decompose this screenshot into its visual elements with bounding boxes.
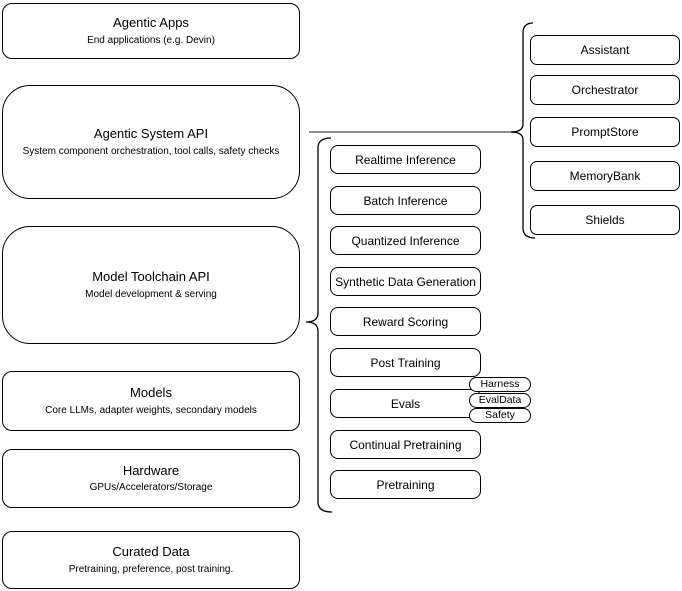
component-orchestrator: Orchestrator bbox=[530, 75, 680, 105]
node-title: Curated Data bbox=[112, 544, 190, 560]
node-models: Models Core LLMs, adapter weights, secon… bbox=[2, 371, 300, 431]
node-curated-data: Curated Data Pretraining, preference, po… bbox=[2, 531, 300, 589]
toolchain-item-reward-scoring: Reward Scoring bbox=[330, 307, 481, 336]
toolchain-item-batch-inference: Batch Inference bbox=[330, 186, 481, 215]
component-shields: Shields bbox=[530, 205, 680, 235]
component-memorybank: MemoryBank bbox=[530, 161, 680, 191]
node-subtitle: Core LLMs, adapter weights, secondary mo… bbox=[45, 404, 257, 416]
toolchain-item-quantized-inference: Quantized Inference bbox=[330, 226, 481, 255]
node-subtitle: Model development & serving bbox=[85, 288, 217, 300]
node-hardware: Hardware GPUs/Accelerators/Storage bbox=[2, 449, 300, 508]
node-title: Agentic System API bbox=[93, 126, 209, 142]
toolchain-item-post-training: Post Training bbox=[330, 348, 481, 377]
node-subtitle: GPUs/Accelerators/Storage bbox=[89, 482, 213, 494]
component-assistant: Assistant bbox=[530, 35, 680, 65]
toolchain-item-continual-pretraining: Continual Pretraining bbox=[330, 430, 481, 459]
node-title: Models bbox=[130, 385, 172, 401]
node-agentic-system-api: Agentic System API System component orch… bbox=[2, 85, 300, 199]
node-title: Agentic Apps bbox=[113, 15, 189, 31]
eval-tag-safety: Safety bbox=[469, 408, 531, 423]
node-subtitle: Pretraining, preference, post training. bbox=[68, 563, 234, 575]
node-subtitle: System component orchestration, tool cal… bbox=[22, 145, 280, 157]
toolchain-group-brace bbox=[305, 137, 333, 513]
toolchain-item-evals: Evals bbox=[330, 389, 481, 418]
eval-tag-evaldata: EvalData bbox=[469, 393, 531, 408]
node-subtitle: End applications (e.g. Devin) bbox=[87, 34, 215, 46]
node-title: Model Toolchain API bbox=[92, 269, 210, 285]
toolchain-item-pretraining: Pretraining bbox=[330, 470, 481, 499]
node-agentic-apps: Agentic Apps End applications (e.g. Devi… bbox=[2, 3, 300, 59]
node-title: Hardware bbox=[122, 462, 180, 478]
component-promptstore: PromptStore bbox=[530, 117, 680, 147]
toolchain-item-realtime-inference: Realtime Inference bbox=[330, 145, 481, 174]
eval-tag-harness: Harness bbox=[469, 377, 531, 392]
node-model-toolchain-api: Model Toolchain API Model development & … bbox=[2, 226, 300, 344]
toolchain-item-synthetic-data-generation: Synthetic Data Generation bbox=[330, 267, 481, 296]
components-group-brace bbox=[510, 22, 536, 239]
